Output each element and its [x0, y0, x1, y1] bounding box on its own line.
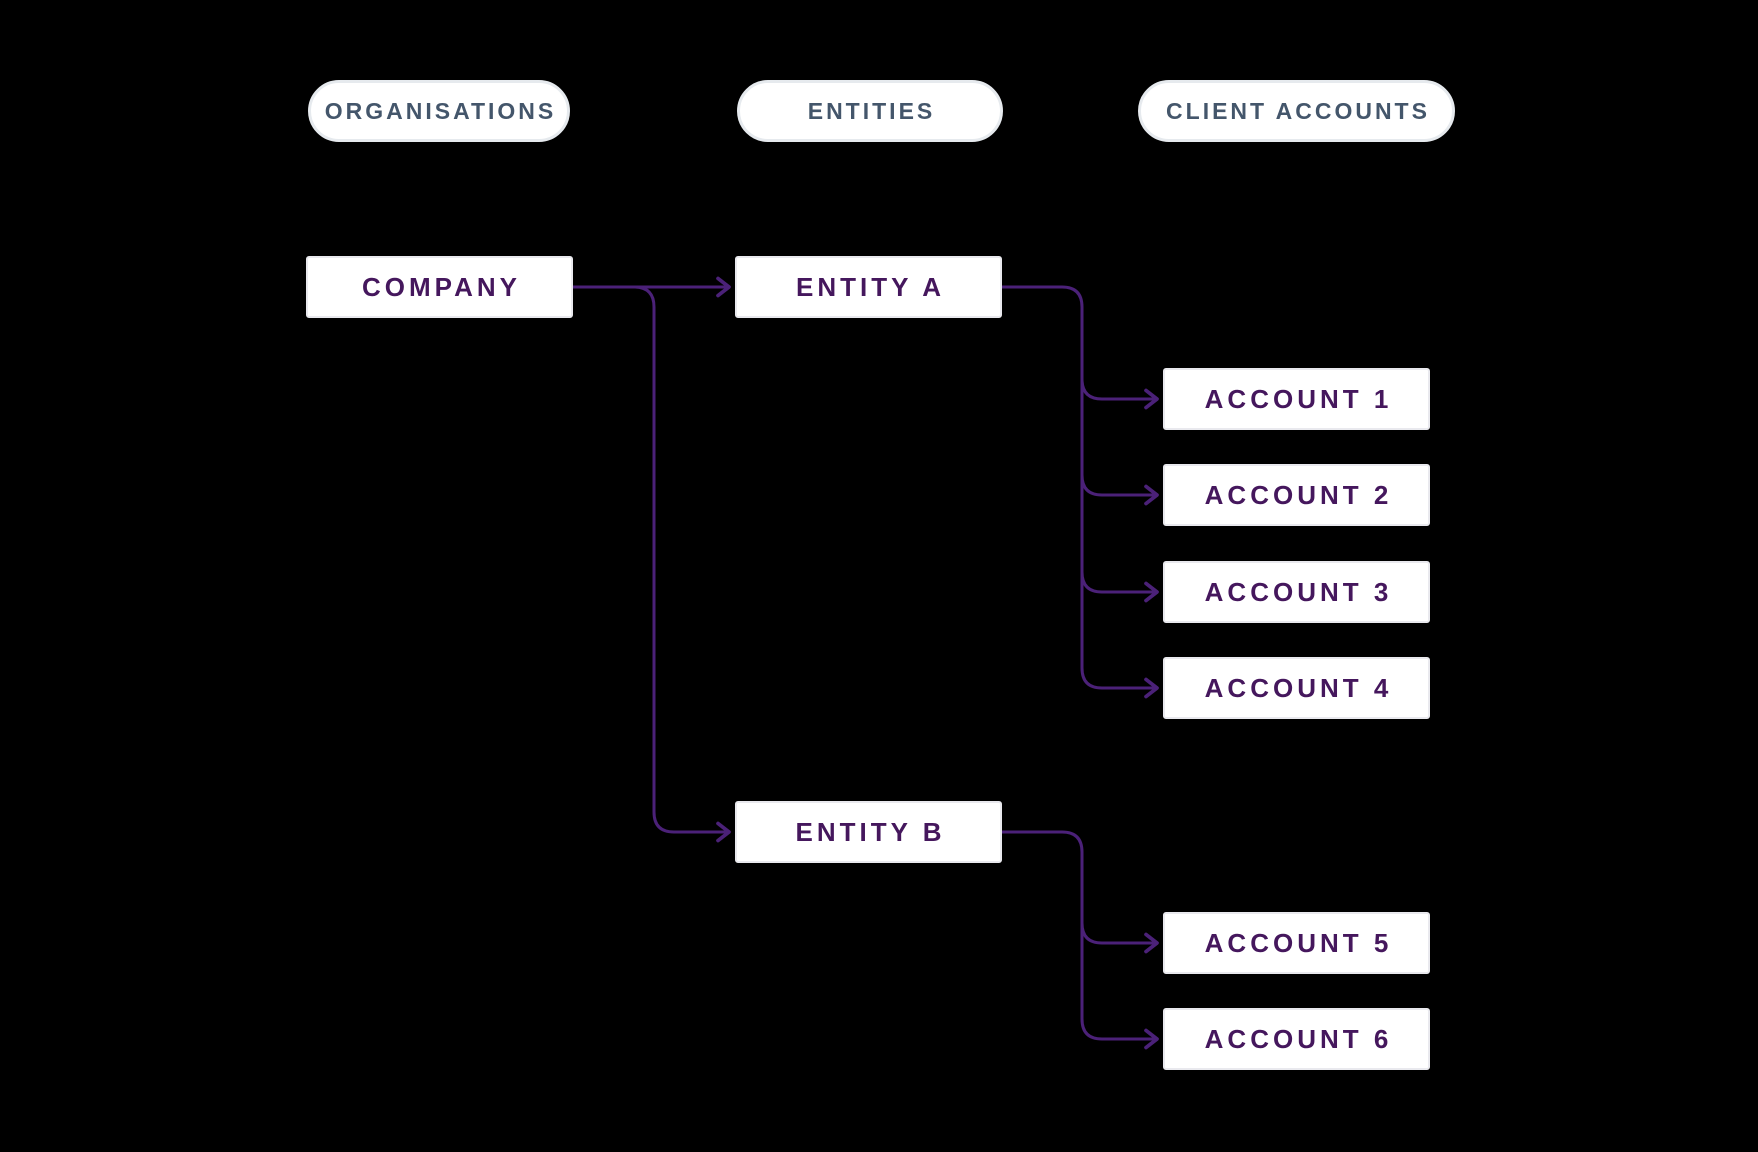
edge-entity-b-account-5 — [1080, 922, 1159, 954]
node-company: COMPANY — [306, 256, 573, 318]
column-header-client-accounts: CLIENT ACCOUNTS — [1138, 80, 1455, 142]
node-entity-a: ENTITY A — [735, 256, 1002, 318]
edge-entity-b-account-6 — [1002, 830, 1159, 1050]
edge-entity-a-account-2 — [1080, 474, 1159, 506]
node-entity-b: ENTITY B — [735, 801, 1002, 863]
column-header-organisations: ORGANISATIONS — [308, 80, 570, 142]
edge-company-entity-b — [633, 285, 731, 843]
node-account-1: ACCOUNT 1 — [1163, 368, 1430, 430]
edge-entity-a-account-4 — [1002, 285, 1159, 699]
node-account-5: ACCOUNT 5 — [1163, 912, 1430, 974]
node-account-3: ACCOUNT 3 — [1163, 561, 1430, 623]
node-account-6: ACCOUNT 6 — [1163, 1008, 1430, 1070]
edge-entity-a-account-3 — [1080, 571, 1159, 603]
column-header-entities: ENTITIES — [737, 80, 1003, 142]
node-account-2: ACCOUNT 2 — [1163, 464, 1430, 526]
edge-entity-a-account-1 — [1080, 378, 1159, 410]
node-account-4: ACCOUNT 4 — [1163, 657, 1430, 719]
